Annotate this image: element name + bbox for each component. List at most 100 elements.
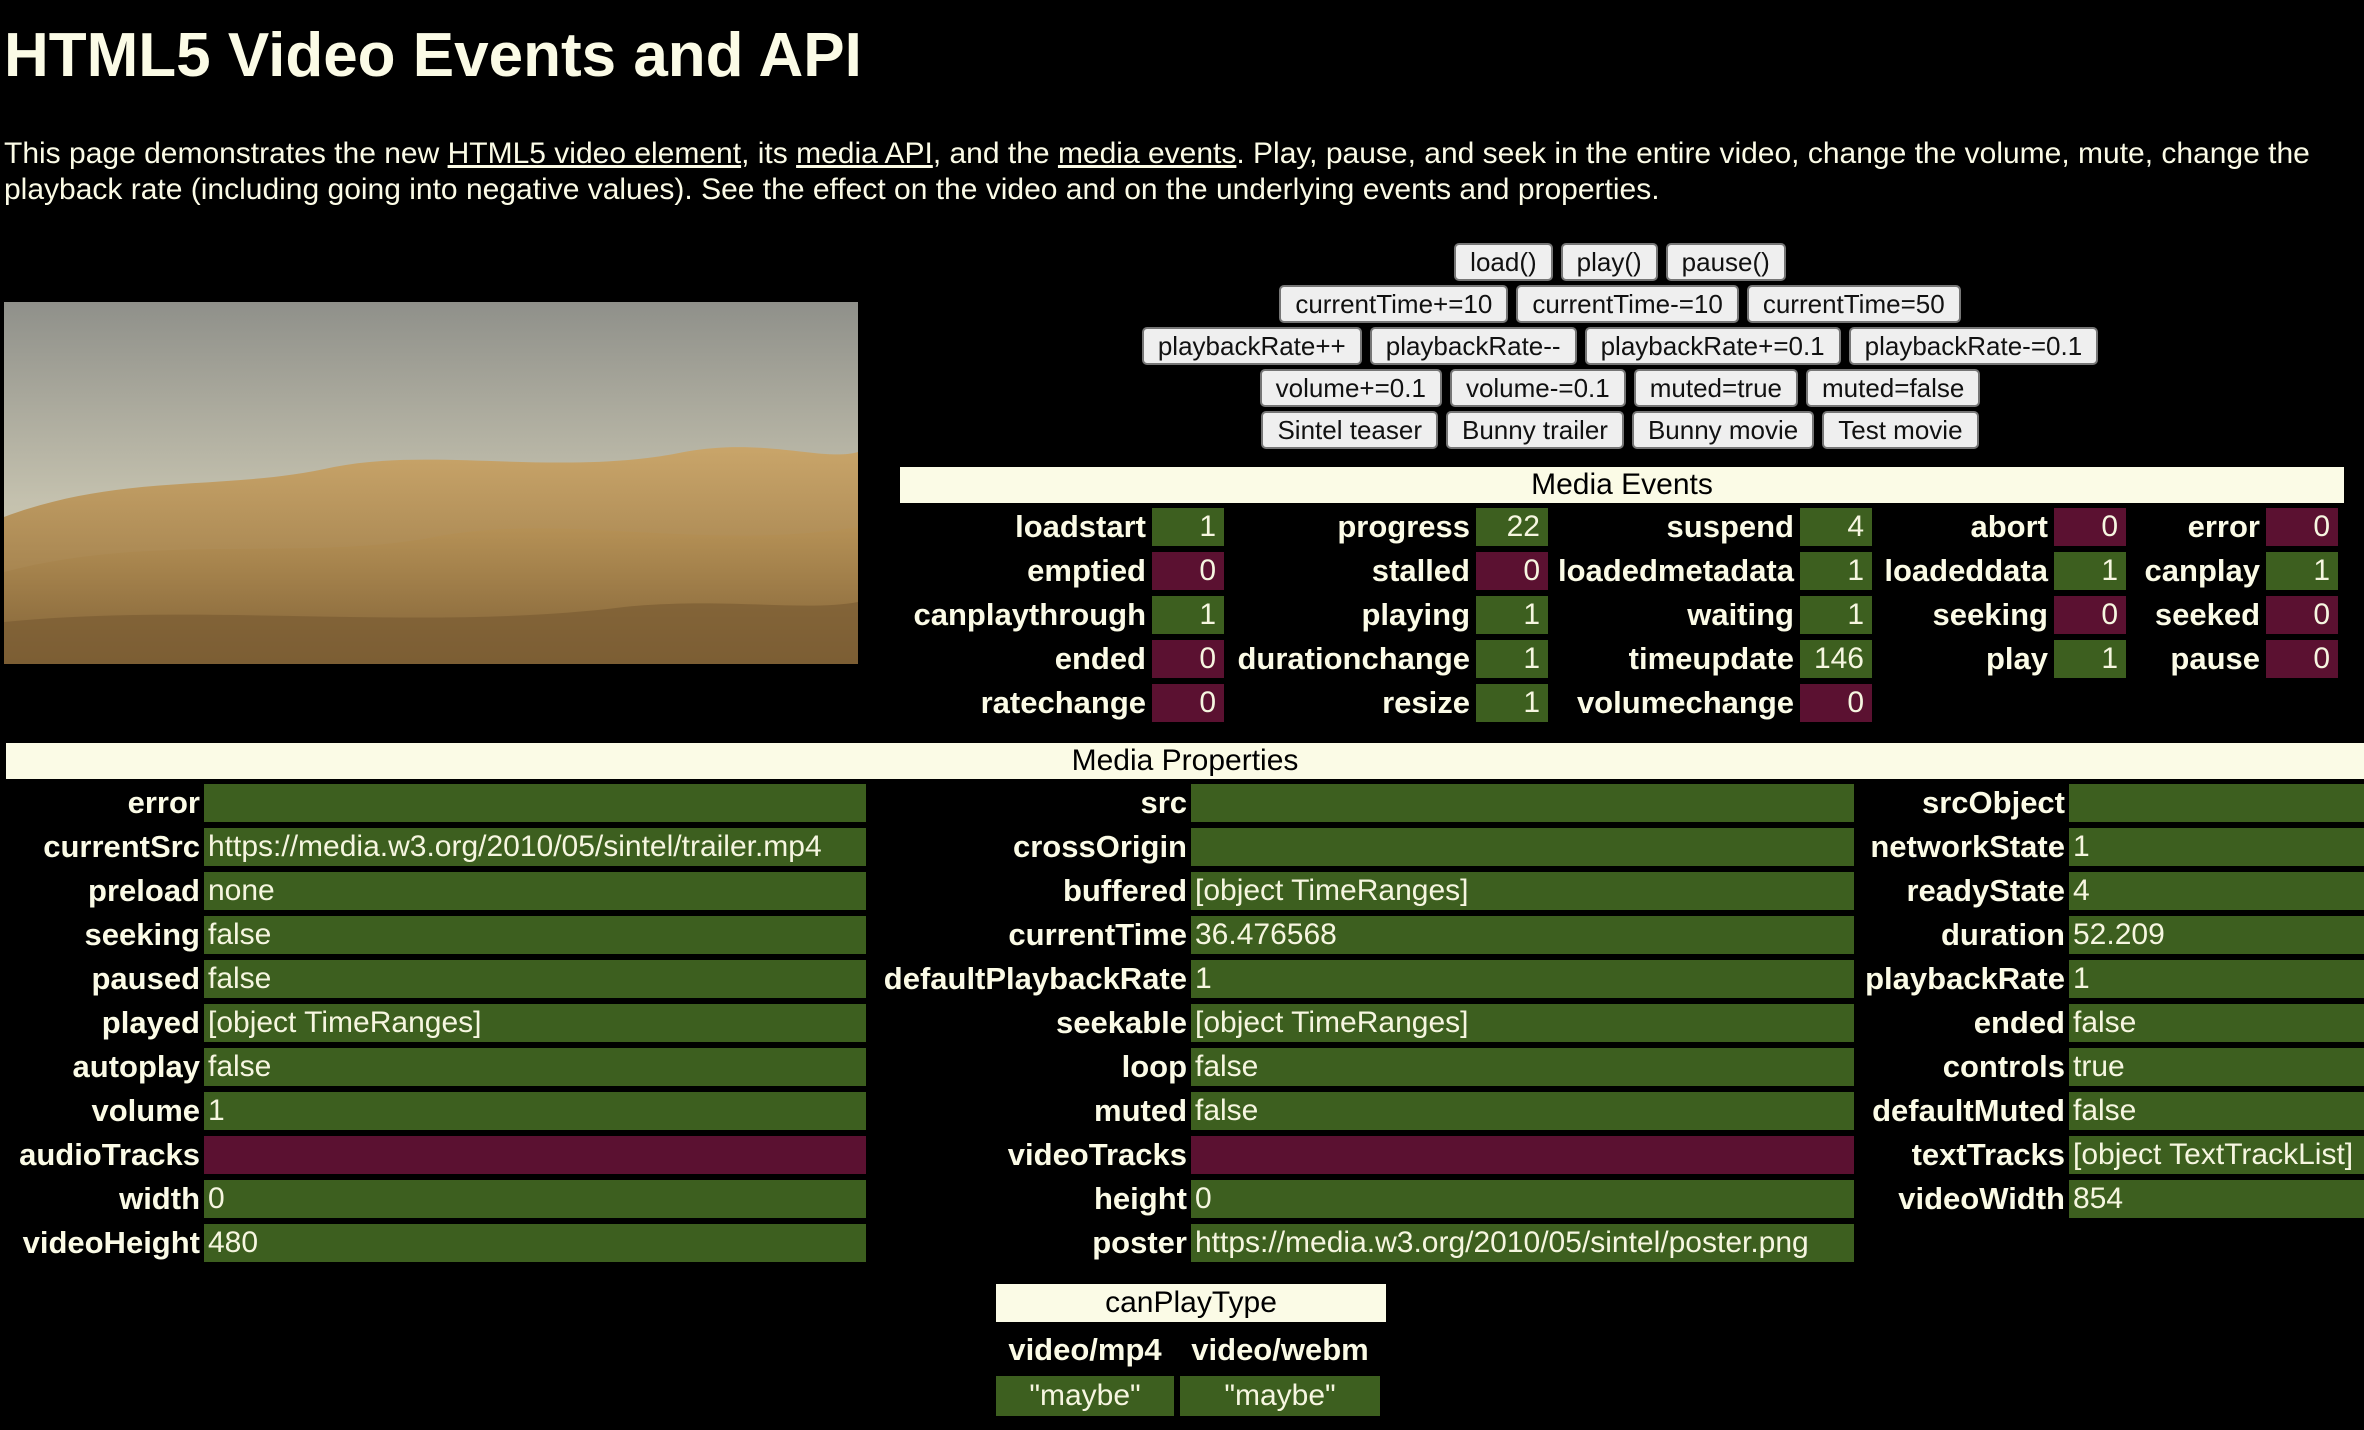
event-count-play: 1 [2054,640,2126,678]
muted-false-button[interactable]: muted=false [1806,369,1981,407]
property-value-crossorigin [1191,828,1854,866]
event-label-ended: ended [1054,641,1146,676]
playbackrate-0-1-button[interactable]: playbackRate-=0.1 [1848,327,2099,365]
button-row: playbackRate++playbackRate--playbackRate… [1138,327,2102,365]
property-value-duration: 52.209 [2069,916,2364,954]
property-value-currentsrc: https://media.w3.org/2010/05/sintel/trai… [204,828,866,866]
video-frame-desert [4,302,858,664]
property-value-srcobject [2069,784,2364,822]
currenttime-10-button[interactable]: currentTime-=10 [1516,285,1739,323]
property-value-readystate: 4 [2069,872,2364,910]
button-row: load()play()pause() [1450,243,1790,281]
event-count-loadeddata: 1 [2054,552,2126,590]
canplaytype-type-video-mp4: video/mp4 [1008,1332,1162,1367]
event-count-ended: 0 [1152,640,1224,678]
event-label-stalled: stalled [1371,553,1470,588]
event-label-canplaythrough: canplaythrough [913,597,1146,632]
event-count-pause: 0 [2266,640,2338,678]
canplaytype-header: canPlayType [996,1284,1386,1322]
volume-0-1-button[interactable]: volume-=0.1 [1449,369,1626,407]
intro-paragraph: This page demonstrates the new HTML5 vid… [4,136,2334,208]
property-value-videowidth: 854 [2069,1180,2364,1218]
property-label-texttracks: textTracks [1911,1137,2065,1172]
property-label-videowidth: videoWidth [1898,1181,2065,1216]
property-label-defaultplaybackrate: defaultPlaybackRate [883,961,1187,996]
load-button[interactable]: load() [1454,243,1553,281]
property-value-autoplay: false [204,1048,866,1086]
event-label-loadedmetadata: loadedmetadata [1557,553,1794,588]
property-value-controls: true [2069,1048,2364,1086]
event-label-playing: playing [1361,597,1470,632]
property-label-volume: volume [91,1093,200,1128]
currenttime-50-button[interactable]: currentTime=50 [1746,285,1961,323]
pause-button[interactable]: pause() [1665,243,1786,281]
property-label-videotracks: videoTracks [1007,1137,1187,1172]
property-label-muted: muted [1094,1093,1187,1128]
video-player[interactable] [4,302,858,664]
playbackrate-button[interactable]: playbackRate++ [1141,327,1362,365]
volume-0-1-button[interactable]: volume+=0.1 [1259,369,1442,407]
html5-video-element-link[interactable]: HTML5 video element [447,137,742,170]
currenttime-10-button[interactable]: currentTime+=10 [1279,285,1509,323]
property-label-srcobject: srcObject [1921,785,2065,820]
property-value-defaultmuted: false [2069,1092,2364,1130]
event-count-playing: 1 [1476,596,1548,634]
event-label-pause: pause [2170,641,2260,676]
media-api-link[interactable]: media API [796,137,933,170]
media-properties-header: Media Properties [6,743,2364,779]
sintel-teaser-button[interactable]: Sintel teaser [1261,411,1438,449]
bunny-movie-button[interactable]: Bunny movie [1631,411,1815,449]
muted-true-button[interactable]: muted=true [1633,369,1798,407]
event-count-loadstart: 1 [1152,508,1224,546]
property-value-videoheight: 480 [204,1224,866,1262]
play-button[interactable]: play() [1560,243,1658,281]
playbackrate-0-1-button[interactable]: playbackRate+=0.1 [1584,327,1841,365]
event-count-seeked: 0 [2266,596,2338,634]
event-count-canplaythrough: 1 [1152,596,1224,634]
property-label-poster: poster [1092,1225,1187,1260]
event-label-emptied: emptied [1027,553,1146,588]
event-label-ratechange: ratechange [980,685,1146,720]
property-label-seeking: seeking [84,917,200,952]
property-value-networkstate: 1 [2069,828,2364,866]
test-movie-button[interactable]: Test movie [1822,411,1979,449]
property-value-seeking: false [204,916,866,954]
event-label-error: error [2187,509,2260,544]
property-label-readystate: readyState [1906,873,2065,908]
property-label-error: error [127,785,200,820]
property-value-height: 0 [1191,1180,1854,1218]
event-count-durationchange: 1 [1476,640,1548,678]
event-label-resize: resize [1382,685,1470,720]
event-label-timeupdate: timeupdate [1628,641,1794,676]
property-label-currenttime: currentTime [1008,917,1187,952]
event-count-seeking: 0 [2054,596,2126,634]
canplaytype-result-video-webm: "maybe" [1180,1376,1380,1416]
event-count-abort: 0 [2054,508,2126,546]
property-value-volume: 1 [204,1092,866,1130]
media-events-link[interactable]: media events [1057,137,1237,170]
intro-text: This page demonstrates the new [4,137,448,170]
property-value-currenttime: 36.476568 [1191,916,1854,954]
property-label-seekable: seekable [1056,1005,1187,1040]
property-value-buffered: [object TimeRanges] [1191,872,1854,910]
event-label-seeked: seeked [2154,597,2260,632]
event-label-abort: abort [1970,509,2049,544]
property-label-loop: loop [1121,1049,1187,1084]
event-count-canplay: 1 [2266,552,2338,590]
event-count-waiting: 1 [1800,596,1872,634]
event-count-error: 0 [2266,508,2338,546]
event-count-resize: 1 [1476,684,1548,722]
property-label-playbackrate: playbackRate [1865,961,2065,996]
property-label-networkstate: networkState [1870,829,2065,864]
property-value-seekable: [object TimeRanges] [1191,1004,1854,1042]
property-value-videotracks [1191,1136,1854,1174]
event-count-emptied: 0 [1152,552,1224,590]
playbackrate-button[interactable]: playbackRate-- [1369,327,1577,365]
bunny-trailer-button[interactable]: Bunny trailer [1445,411,1624,449]
property-label-autoplay: autoplay [72,1049,200,1084]
property-label-buffered: buffered [1063,873,1187,908]
property-label-currentsrc: currentSrc [43,829,200,864]
